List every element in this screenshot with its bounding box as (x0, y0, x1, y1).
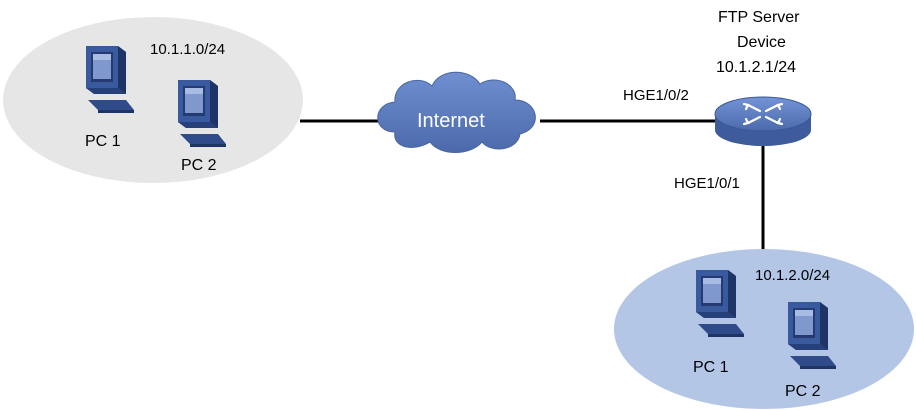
remote-lan-area (3, 17, 303, 183)
remote-pc1-label: PC 1 (85, 133, 121, 150)
device-ip-label: 10.1.2.1/24 (716, 59, 796, 76)
local-lan-area (614, 249, 914, 409)
cloud-icon[interactable] (377, 71, 536, 153)
device-name-label: Device (737, 34, 786, 51)
device-role-label: FTP Server (718, 9, 800, 26)
wan-interface-label: HGE1/0/2 (623, 87, 689, 104)
local-pc2-label: PC 2 (785, 383, 821, 400)
remote-lan-subnet: 10.1.1.0/24 (150, 41, 225, 58)
lan-interface-label: HGE1/0/1 (674, 175, 740, 192)
local-pc1-label: PC 1 (693, 359, 729, 376)
local-lan-subnet: 10.1.2.0/24 (755, 267, 830, 284)
switch-icon[interactable] (714, 96, 812, 146)
remote-pc2-label: PC 2 (181, 157, 217, 174)
internet-label: Internet (417, 110, 485, 132)
